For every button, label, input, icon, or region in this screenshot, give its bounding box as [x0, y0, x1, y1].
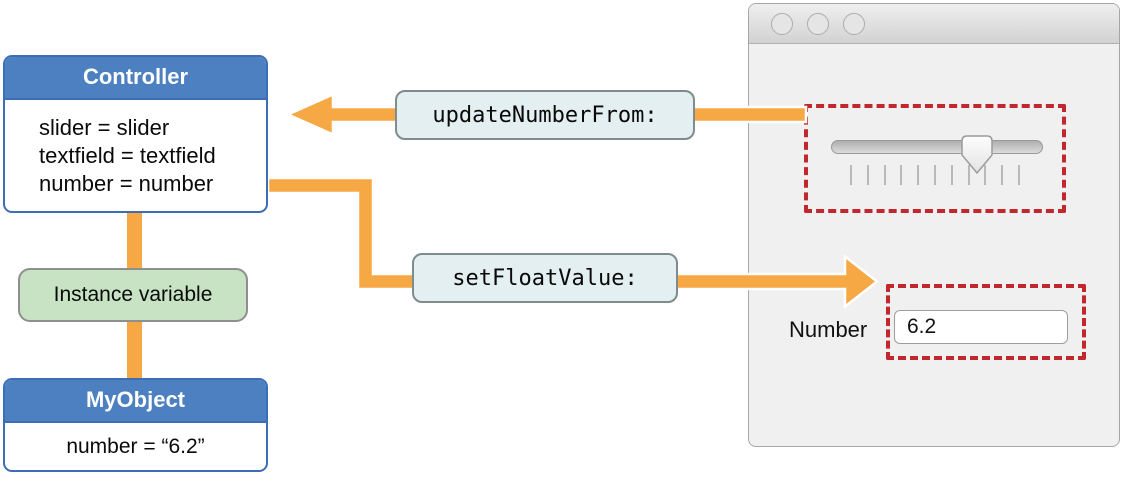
- slider-track[interactable]: [831, 140, 1043, 154]
- myobject-body-line: number = “6.2”: [66, 435, 205, 458]
- number-input[interactable]: [894, 310, 1068, 344]
- app-window: Number: [748, 3, 1120, 447]
- controller-title: Controller: [5, 57, 266, 100]
- close-button[interactable]: [771, 12, 793, 35]
- controller-line-number: number = number: [39, 171, 214, 196]
- message-set-float-value: setFloatValue:: [412, 253, 678, 303]
- controller-line-slider: slider = slider: [39, 115, 170, 140]
- slider-knob[interactable]: [960, 134, 994, 176]
- myobject-title: MyObject: [5, 380, 266, 423]
- minimize-button[interactable]: [807, 12, 829, 35]
- slider-highlight-box: [804, 104, 1066, 213]
- instance-variable-box: Instance variable: [18, 268, 248, 322]
- zoom-button[interactable]: [843, 12, 865, 35]
- message-update-number-from: updateNumberFrom:: [395, 90, 695, 140]
- controller-line-textfield: textfield = textfield: [39, 143, 216, 168]
- controller-body: slider = slider textfield = textfield nu…: [5, 100, 266, 198]
- window-titlebar: [749, 4, 1119, 44]
- textfield-highlight-box: [886, 284, 1086, 360]
- number-field-label: Number: [789, 317, 868, 342]
- slider-ticks: [850, 165, 1020, 185]
- controller-box: Controller slider = slider textfield = t…: [3, 55, 268, 213]
- myobject-box: MyObject number = “6.2”: [3, 378, 268, 472]
